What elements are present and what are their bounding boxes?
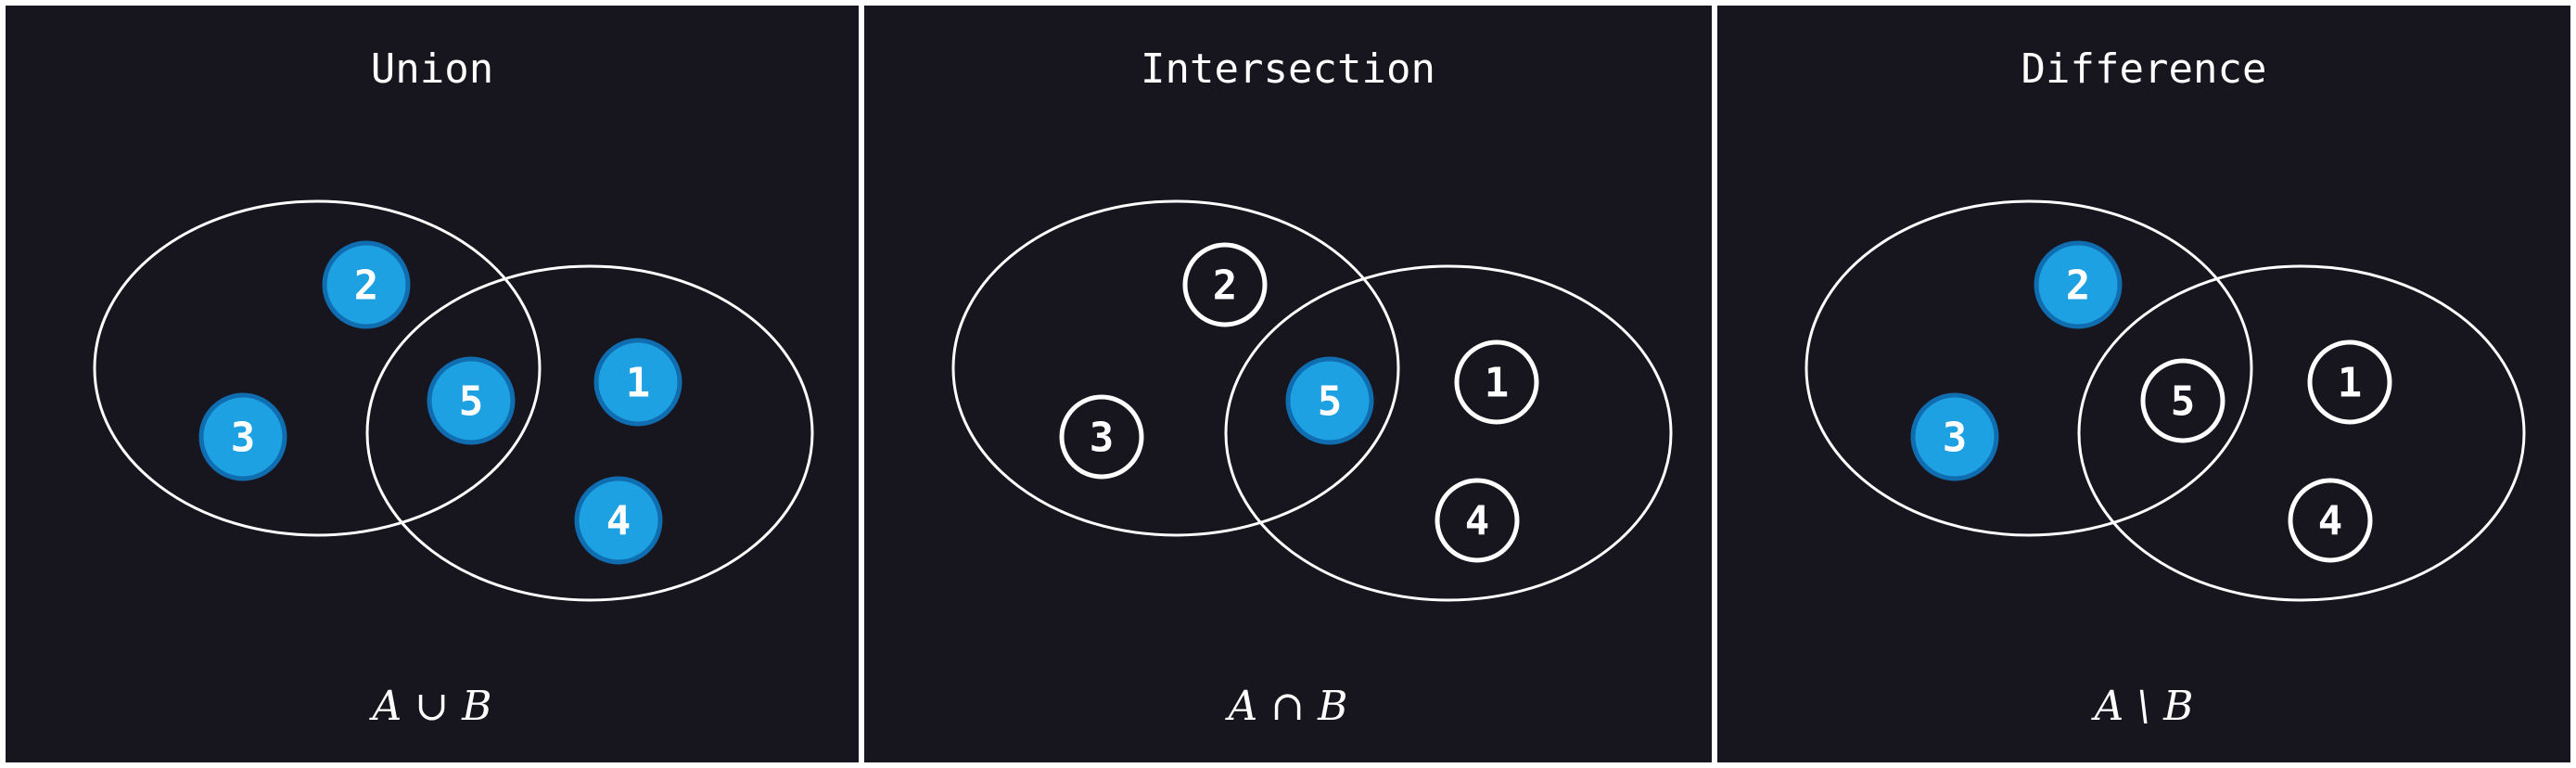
element-label: 3 [1090,415,1115,462]
set-a-ellipse [1804,199,2253,537]
element-circle [1059,394,1144,480]
panel-formula: A ∩ B [1228,683,1348,730]
panel-title: Union [370,45,494,93]
panel-formula: A ∪ B [372,683,492,730]
set-b-ellipse [1224,264,1673,602]
panel-intersection: Intersection 2 3 5 1 4 A ∩ B [864,6,1712,762]
highlighted-element-circle [593,338,682,427]
element-label: 1 [2338,360,2363,407]
highlighted-element-circle [322,240,411,329]
element-label: 2 [354,262,379,310]
panel-difference: Difference 2 3 5 1 4 A \ B [1717,6,2570,762]
element-label: 4 [606,498,631,545]
element-label: 5 [1318,378,1343,426]
element-label: 5 [2171,378,2196,426]
element-circle [1182,242,1268,327]
element-node-5: 5 [1285,356,1374,445]
element-node-2: 2 [2034,240,2123,329]
element-label: 4 [1465,498,1490,545]
set-b-ellipse [2077,264,2526,602]
highlighted-element-circle [1285,356,1374,445]
set-b-ellipse [365,264,814,602]
highlighted-element-circle [2034,240,2123,329]
element-circle [2288,478,2373,563]
highlighted-element-circle [427,356,516,445]
element-node-4: 4 [2288,478,2373,563]
venn-diagram-difference: 2 3 5 1 4 [1804,199,2526,602]
element-node-2: 2 [322,240,411,329]
element-node-1: 1 [593,338,682,427]
venn-diagram-union: 2 3 5 1 4 [93,199,814,602]
element-label: 4 [2318,498,2343,545]
element-circle [2307,339,2392,425]
element-label: 5 [459,378,484,426]
panel-title: Difference [2021,45,2267,93]
element-label: 2 [1213,262,1238,310]
element-node-4: 4 [1435,478,1520,563]
panel-union: Union 2 3 5 1 4 A ∪ B [6,6,859,762]
element-node-4: 4 [574,476,663,565]
element-node-5: 5 [427,356,516,445]
element-label: 3 [1943,415,1968,462]
element-node-5: 5 [2140,358,2225,443]
highlighted-element-circle [1910,392,1999,481]
element-node-3: 3 [198,392,287,481]
element-circle [1435,478,1520,563]
panel-title: Intersection [1141,45,1435,93]
element-label: 3 [231,415,256,462]
venn-diagram-intersection: 2 3 5 1 4 [951,199,1673,602]
element-node-2: 2 [1182,242,1268,327]
element-circle [2140,358,2225,443]
element-label: 2 [2066,262,2091,310]
set-a-ellipse [93,199,542,537]
element-node-1: 1 [1454,339,1539,425]
element-node-1: 1 [2307,339,2392,425]
element-node-3: 3 [1059,394,1144,480]
panel-formula: A \ B [2094,683,2194,730]
element-label: 1 [626,360,651,407]
set-a-ellipse [951,199,1400,537]
element-label: 1 [1485,360,1510,407]
element-node-3: 3 [1910,392,1999,481]
highlighted-element-circle [574,476,663,565]
highlighted-element-circle [198,392,287,481]
element-circle [1454,339,1539,425]
